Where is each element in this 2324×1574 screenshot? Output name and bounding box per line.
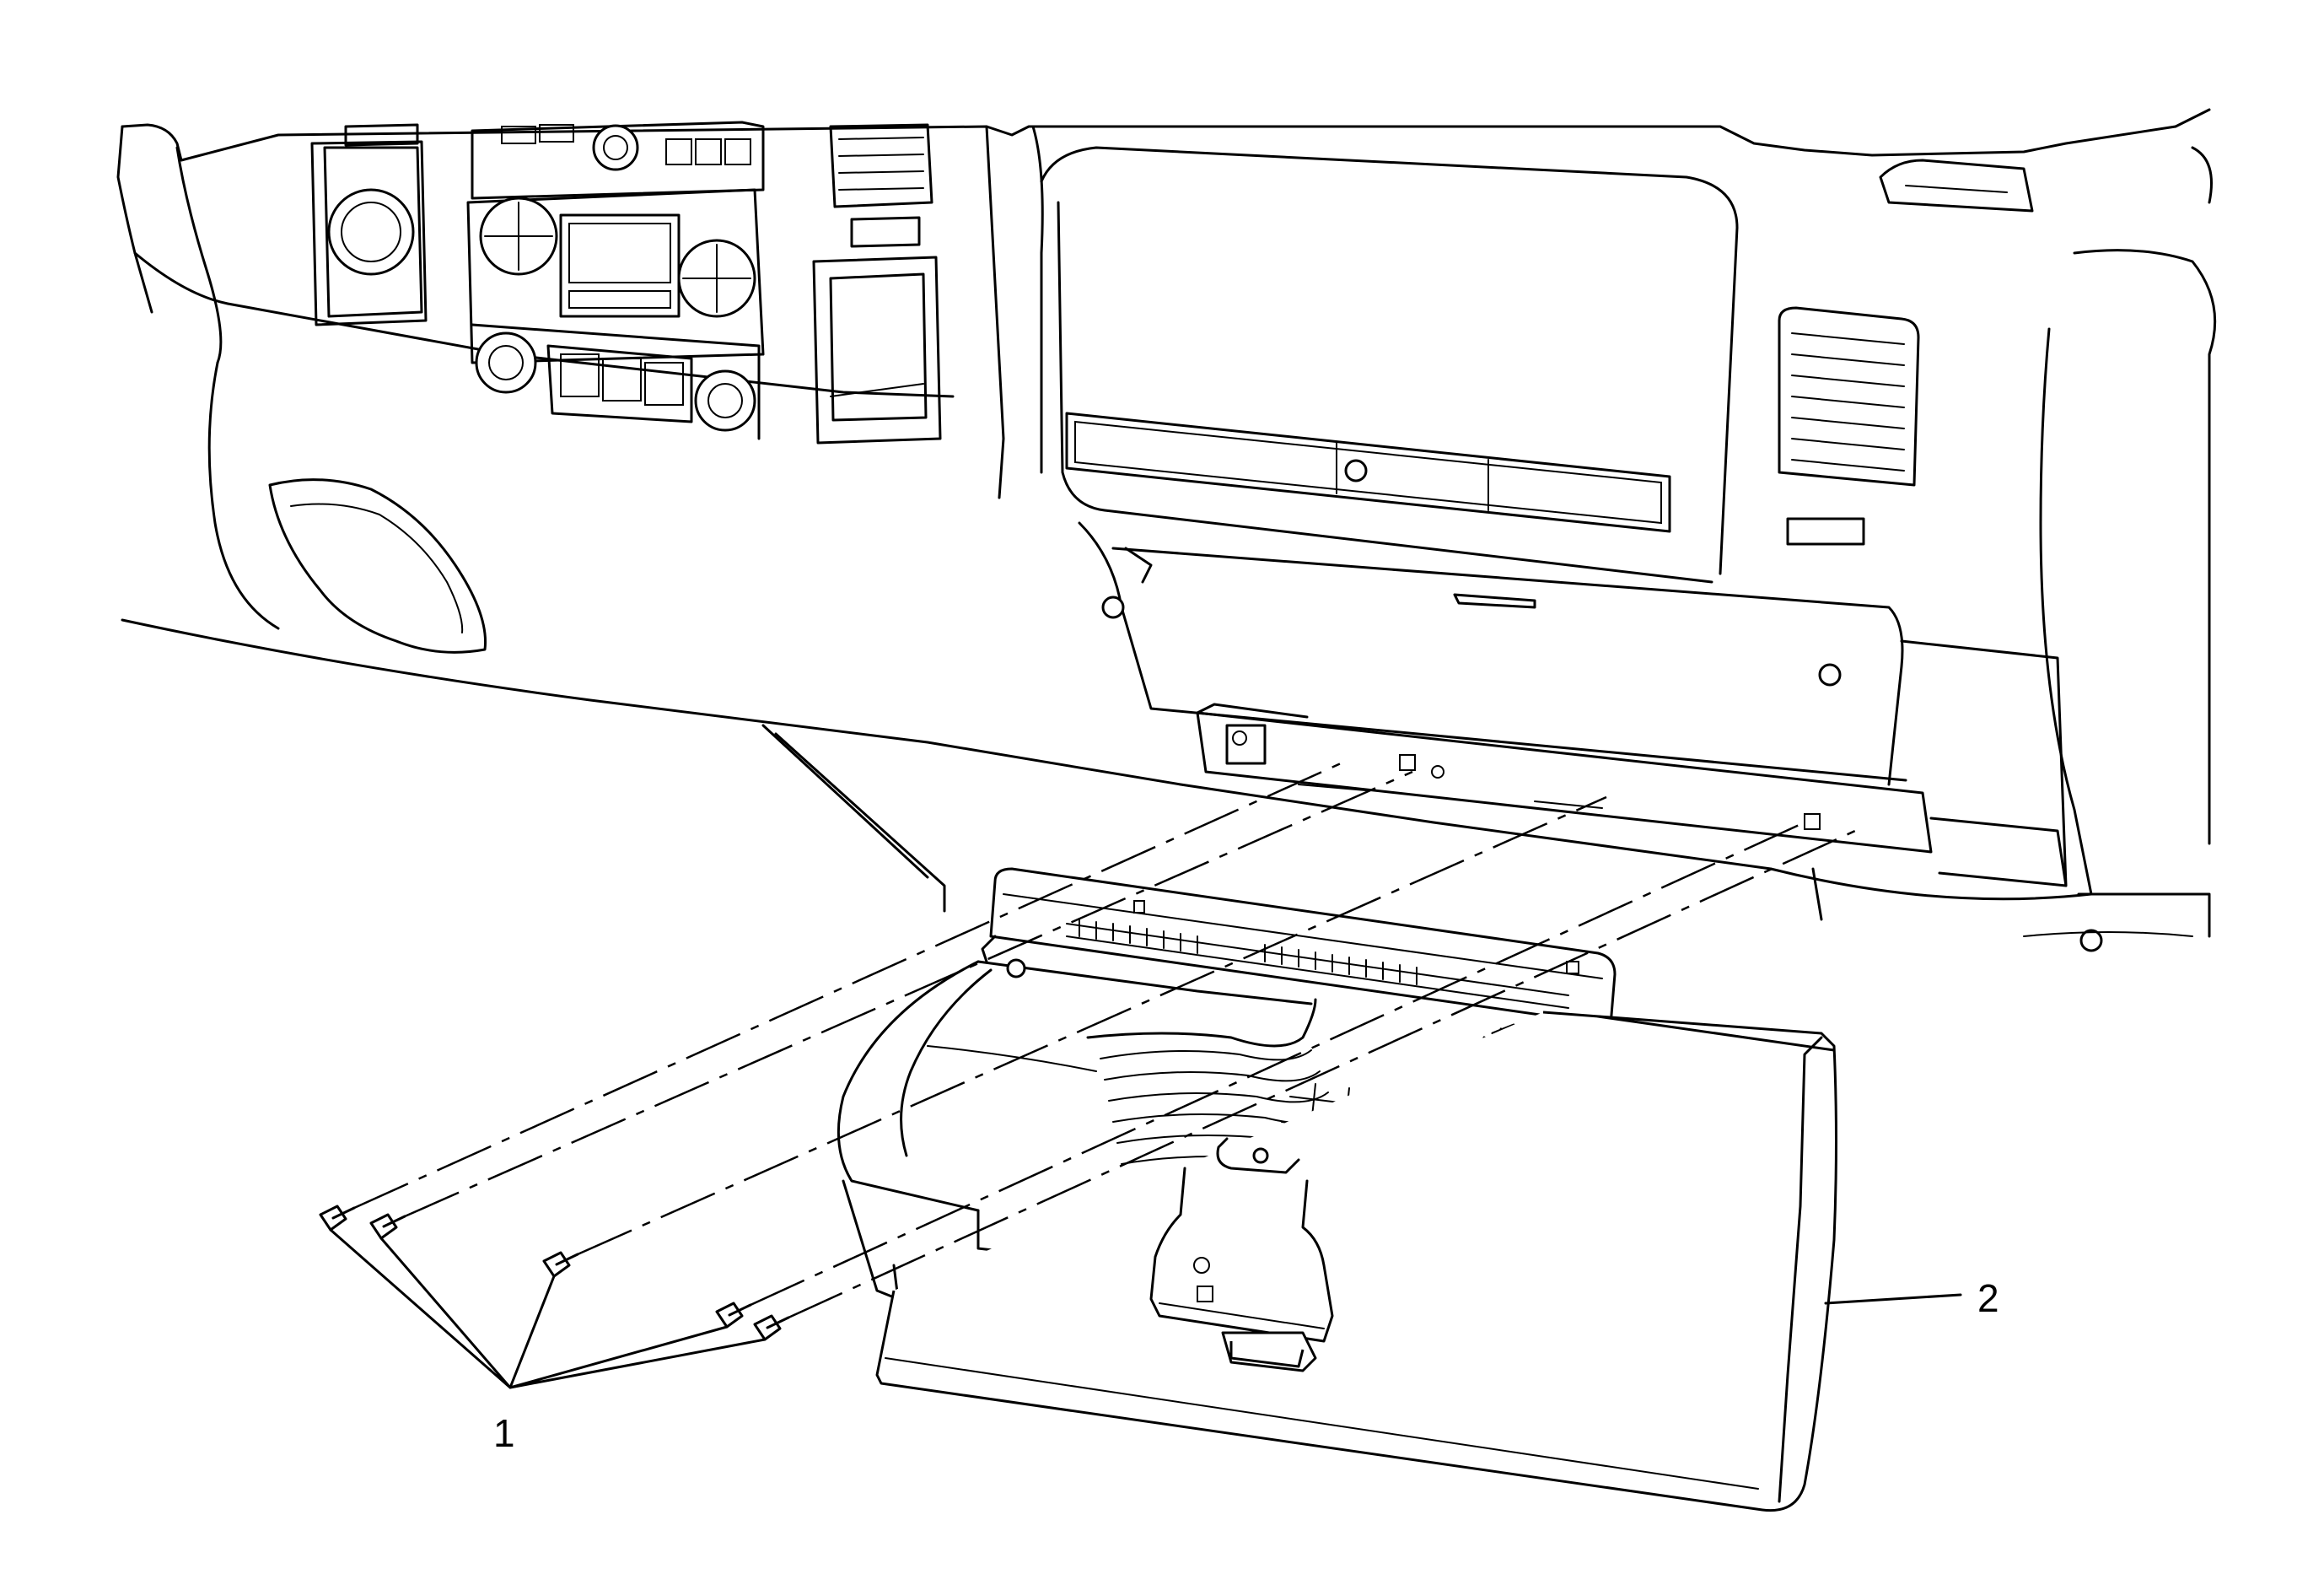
screw-2 — [369, 1213, 406, 1240]
screw-3 — [542, 1251, 579, 1278]
callout-2-label: 2 — [1977, 1276, 1999, 1320]
alignment-line-4 — [750, 821, 1805, 1307]
alignment-line-3 — [577, 795, 1607, 1256]
alignment-lines — [353, 762, 1856, 1319]
alignment-line-2 — [404, 770, 1413, 1218]
glove-box-assembly — [837, 867, 1837, 1512]
callout-1: 1 — [329, 1228, 767, 1455]
instrument-panel — [116, 108, 2217, 952]
screw-5 — [753, 1314, 790, 1341]
alignment-line-5 — [788, 829, 1856, 1319]
callout-1-label: 1 — [493, 1411, 515, 1455]
screws — [319, 1205, 790, 1341]
alignment-line-1 — [353, 762, 1342, 1210]
screw-1 — [319, 1205, 356, 1232]
screw-4 — [715, 1302, 752, 1329]
callout-2: 2 — [1824, 1276, 1999, 1320]
